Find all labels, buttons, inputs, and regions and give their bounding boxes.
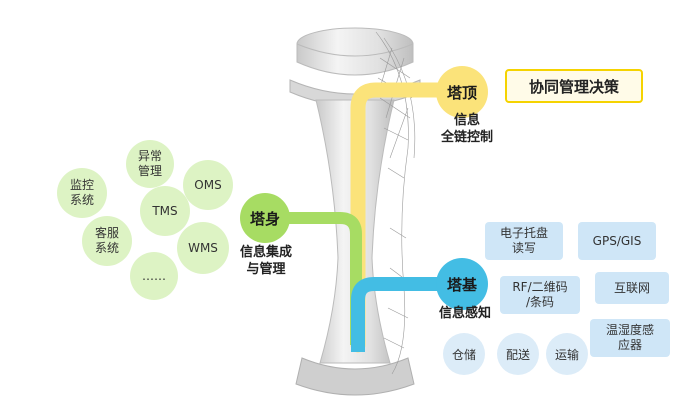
- blue-connector: [351, 277, 440, 352]
- system-circle-oms: OMS: [183, 160, 233, 210]
- system-line: 系统: [94, 241, 119, 255]
- middle-caption: 信息集成 与管理: [220, 244, 312, 278]
- tower-top-label: 塔顶: [446, 83, 477, 102]
- box-line: RF/二维码: [512, 280, 568, 294]
- system-circle-monitor: 监控系统: [57, 168, 107, 218]
- green-connector: [268, 212, 362, 345]
- system-line: 客服: [94, 226, 119, 240]
- box-line: GPS/GIS: [592, 233, 642, 248]
- box-line: 互联网: [613, 280, 650, 295]
- yellow-connector: [350, 82, 448, 353]
- decision-label: 协同管理决策: [528, 77, 619, 96]
- tower-base-label: 塔基: [446, 275, 477, 294]
- tower-base-node: 塔基: [436, 258, 488, 310]
- tower-body-label: 塔身: [249, 209, 280, 228]
- middle-caption-line-2: 与管理: [246, 262, 286, 277]
- decision-box: 协同管理决策: [505, 69, 643, 103]
- box-line: 温湿度感: [605, 323, 654, 337]
- system-line: ……: [142, 268, 166, 283]
- circle-delivery: 配送: [497, 333, 539, 375]
- box-line: 读写: [511, 241, 536, 255]
- system-line: 异常: [137, 149, 162, 163]
- box-sensor: 温湿度感应器: [590, 319, 670, 357]
- circle-transport: 运输: [546, 333, 588, 375]
- base-caption-text: 信息感知: [438, 306, 491, 321]
- top-caption: 信息 全链控制: [422, 112, 512, 146]
- box-internet: 互联网: [595, 272, 669, 304]
- tower-top-node: 塔顶: [436, 66, 488, 118]
- system-circle-wms: WMS: [177, 222, 229, 274]
- system-line: 系统: [69, 193, 94, 207]
- system-line: 管理: [137, 164, 162, 178]
- middle-caption-line-1: 信息集成: [239, 245, 292, 260]
- system-line: WMS: [188, 240, 218, 255]
- system-circle-exception: 异常管理: [126, 140, 174, 188]
- system-line: OMS: [194, 177, 222, 192]
- system-circle-tms: TMS: [140, 186, 190, 236]
- box-gps: GPS/GIS: [578, 222, 656, 260]
- box-line: 电子托盘: [499, 226, 548, 240]
- tower-body-node: 塔身: [240, 193, 290, 243]
- box-epallet: 电子托盘读写: [485, 222, 563, 260]
- box-rf: RF/二维码/条码: [500, 276, 580, 314]
- top-caption-line-2: 全链控制: [440, 130, 493, 145]
- system-circle-service: 客服系统: [82, 216, 132, 266]
- system-line: TMS: [152, 203, 178, 218]
- circle-label: 配送: [505, 347, 530, 362]
- circle-label: 仓储: [451, 347, 476, 362]
- top-caption-line-1: 信息: [453, 113, 480, 128]
- box-line: /条码: [525, 295, 555, 309]
- base-caption: 信息感知: [420, 305, 510, 322]
- box-line: 应器: [617, 338, 642, 352]
- system-line: 监控: [69, 178, 94, 192]
- circle-warehouse: 仓储: [443, 333, 485, 375]
- system-circle-more: ……: [130, 252, 178, 300]
- circle-label: 运输: [554, 347, 579, 362]
